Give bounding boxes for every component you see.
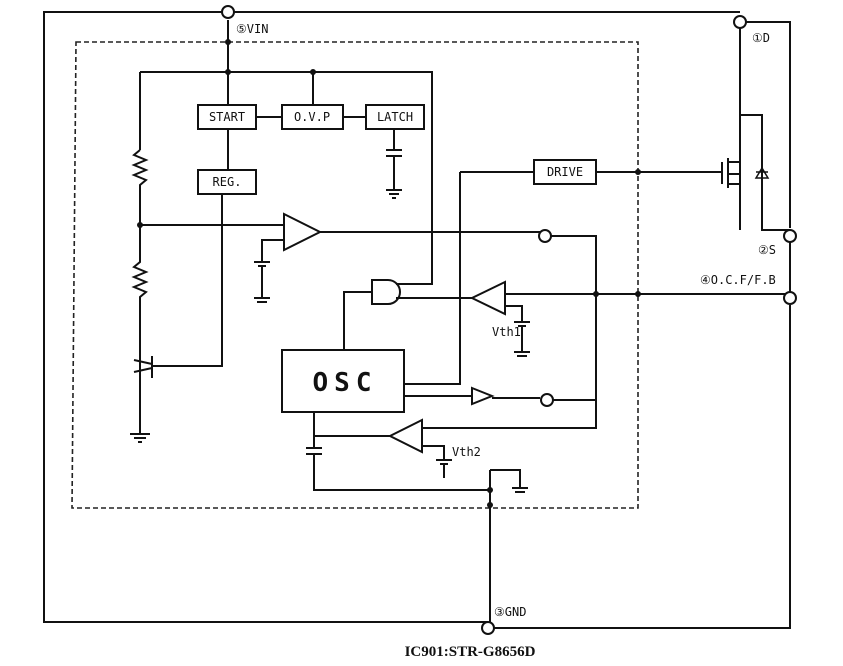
timing-cap <box>306 436 490 491</box>
transistor-ground <box>130 376 150 443</box>
latch-block <box>365 104 425 130</box>
gnd-terminal <box>481 621 495 635</box>
internal-ground <box>489 469 528 493</box>
amp-output-node <box>538 229 552 243</box>
vth1-label: Vth1 <box>492 325 521 339</box>
package-frame <box>43 11 791 629</box>
start-block <box>197 104 257 130</box>
vin-pin-label: ⑤VIN <box>236 22 268 36</box>
gnd-pin-label: ③GND <box>494 605 526 619</box>
amp-top <box>283 212 323 252</box>
d-pin-label: ①D <box>752 31 770 45</box>
amp-ref <box>254 239 284 303</box>
and-gate <box>371 279 401 305</box>
d-terminal <box>733 15 747 29</box>
vin-rail <box>139 20 433 150</box>
figure-caption: IC901:STR-G8656D <box>405 644 536 660</box>
ocfb-terminal <box>783 291 797 305</box>
mosfet-diode <box>754 166 770 179</box>
reg-block <box>197 169 257 195</box>
s-terminal <box>783 229 797 243</box>
comp-vth2 <box>387 418 423 454</box>
transistor <box>133 352 153 378</box>
ovp-label: O.V.P <box>294 110 330 124</box>
comp-vth1 <box>469 280 506 316</box>
vin-terminal <box>221 5 235 19</box>
drive-label: DRIVE <box>547 165 583 179</box>
junction <box>487 487 493 493</box>
resistor-upper <box>131 149 149 225</box>
resistor-lower <box>131 225 149 352</box>
drive-block <box>533 159 597 185</box>
junction <box>137 222 143 228</box>
latch-label: LATCH <box>377 110 413 124</box>
buffer <box>471 386 495 406</box>
osc-label: OSC <box>313 368 378 398</box>
ovp-block <box>281 104 344 130</box>
junction <box>593 291 599 297</box>
s-pin-label: ②S <box>758 243 776 257</box>
junction <box>310 69 316 75</box>
control-boundary <box>71 41 639 509</box>
drive-feed <box>404 172 461 385</box>
reg-label: REG. <box>213 175 242 189</box>
osc-block <box>281 349 405 413</box>
start-label: START <box>209 110 245 124</box>
amp-node-to-right <box>551 235 597 294</box>
vth1-ref <box>505 305 530 357</box>
transistor-base-wire <box>152 180 223 367</box>
vth2-label: Vth2 <box>452 445 481 459</box>
vth2-ref <box>422 445 452 478</box>
and-input-osc <box>343 291 372 350</box>
junction <box>635 291 641 297</box>
latch-to-and <box>396 118 433 285</box>
junction <box>635 169 641 175</box>
junction <box>487 502 493 508</box>
comp-vth2-out <box>313 412 390 437</box>
junction <box>225 69 231 75</box>
mosfet <box>721 114 790 231</box>
junction <box>225 39 231 45</box>
ocfb-pin-label: ④O.C.F/F.B <box>700 273 776 287</box>
latch-cap-wire <box>386 130 402 199</box>
buffer-node <box>540 393 554 407</box>
buffer-node-right <box>553 294 597 401</box>
comp-vth2-in <box>422 400 597 429</box>
